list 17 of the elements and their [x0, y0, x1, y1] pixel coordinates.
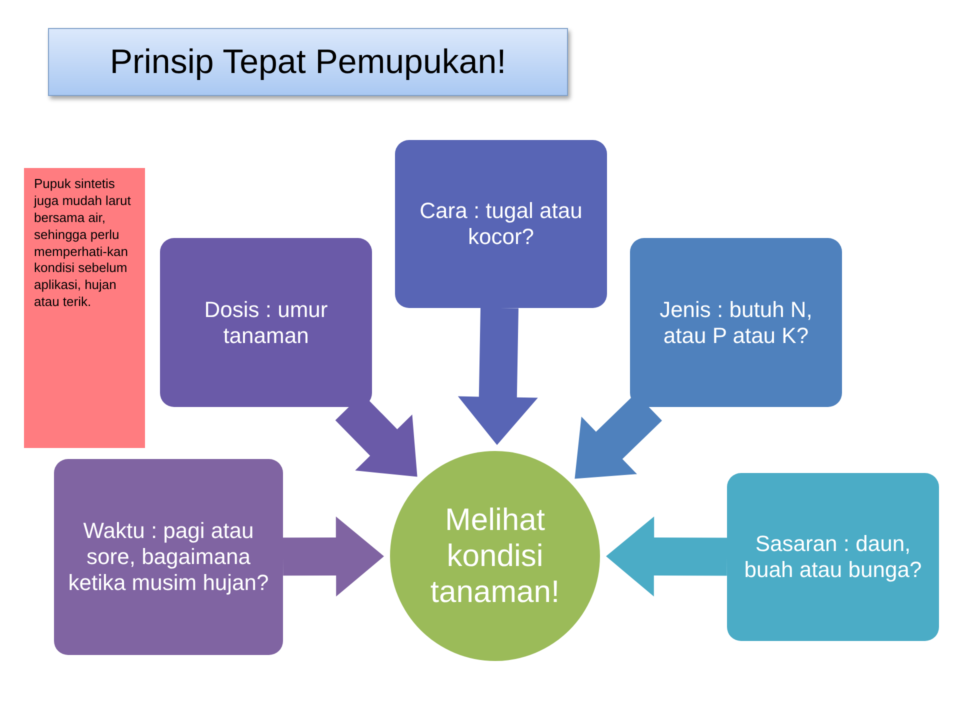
process-box [54, 459, 283, 655]
process-box [630, 238, 842, 407]
node-text: Jenis : butuh N, atau P atau K? [658, 296, 814, 348]
title-banner: Prinsip Tepat Pemupukan! [48, 28, 568, 96]
note-box [24, 168, 145, 448]
node-text: Pupuk sintetis juga mudah larut bersama air, sehingga perlu memperhati-kan kondisi sebelum aplikasi, hujan atau terik. [34, 176, 132, 312]
node-text: Dosis : umur tanaman [203, 296, 329, 348]
node-text: Sasaran : daun, buah atau bunga? [743, 531, 923, 583]
process-box [160, 238, 372, 407]
block-arrow [458, 308, 538, 445]
process-box [727, 473, 939, 641]
block-arrow [282, 516, 384, 596]
node-text: Cara : tugal atau kocor? [418, 198, 584, 250]
node-text: Waktu : pagi atau sore, bagaimana ketika musim hujan? [67, 518, 270, 596]
node-text: Melihat kondisi tanaman! [429, 502, 561, 610]
process-box [395, 140, 607, 308]
block-arrow [606, 516, 728, 596]
